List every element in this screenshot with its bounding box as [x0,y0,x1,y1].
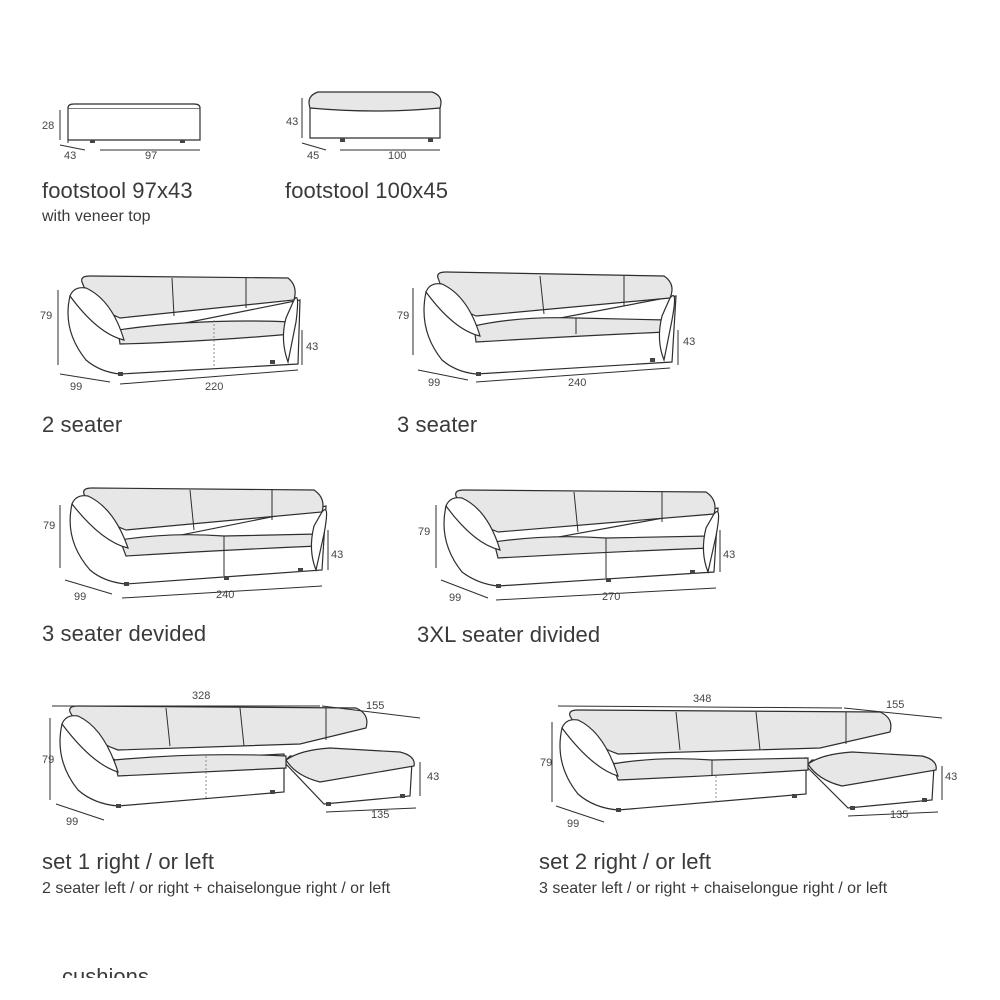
product-title: 3 seater devided [42,621,207,646]
dim-chaise-width: 155 [886,699,905,711]
dim-total-width: 348 [693,693,712,705]
dim-total-width: 328 [192,690,211,702]
dim-height: 79 [40,310,53,322]
dim-chaise-width: 155 [366,700,385,712]
dim-depth: 45 [307,150,320,162]
dim-height: 79 [43,520,56,532]
dim-depth: 99 [449,592,462,604]
dim-chaise-depth: 135 [371,809,390,821]
product-title: 3 seater [397,412,478,437]
dim-depth: 99 [428,377,441,389]
dim-height: 79 [397,310,410,322]
dim-width: 240 [568,377,587,389]
product-title: 2 seater [42,412,123,437]
dim-height: 79 [540,757,553,769]
dim-seat: 43 [945,771,958,783]
dim-seat: 43 [427,771,440,783]
dim-width: 100 [388,150,407,162]
dim-height: 79 [418,526,431,538]
product-title: set 2 right / or left [539,849,712,874]
dim-seat: 43 [723,549,736,561]
dim-seat: 43 [331,549,344,561]
dim-width: 240 [216,589,235,601]
product-subtitle: 2 seater left / or right + chaiselongue … [42,880,391,897]
product-subtitle: 3 seater left / or right + chaiselongue … [539,880,888,897]
dim-depth: 43 [64,150,77,162]
dim-seat: 43 [306,341,319,353]
dim-depth: 99 [66,816,79,828]
footer-partial-text: cushions [62,968,192,978]
dim-chaise-depth: 135 [890,809,909,821]
product-title: set 1 right / or left [42,849,215,874]
footer-partial-label: cushions [62,968,192,978]
dim-depth: 99 [70,381,83,393]
product-title: 3XL seater divided [417,622,601,647]
dim-height: 79 [42,754,55,766]
product-title: footstool 100x45 [285,178,449,203]
dim-depth: 99 [567,818,580,830]
dim-height: 43 [286,116,299,128]
dim-width: 97 [145,150,158,162]
dim-seat: 43 [683,336,696,348]
product-title: footstool 97x43 [42,178,193,203]
dim-width: 220 [205,381,224,393]
dim-height: 28 [42,120,55,132]
product-subtitle: with veneer top [42,208,151,225]
dim-depth: 99 [74,591,87,603]
dim-width: 270 [602,591,621,603]
